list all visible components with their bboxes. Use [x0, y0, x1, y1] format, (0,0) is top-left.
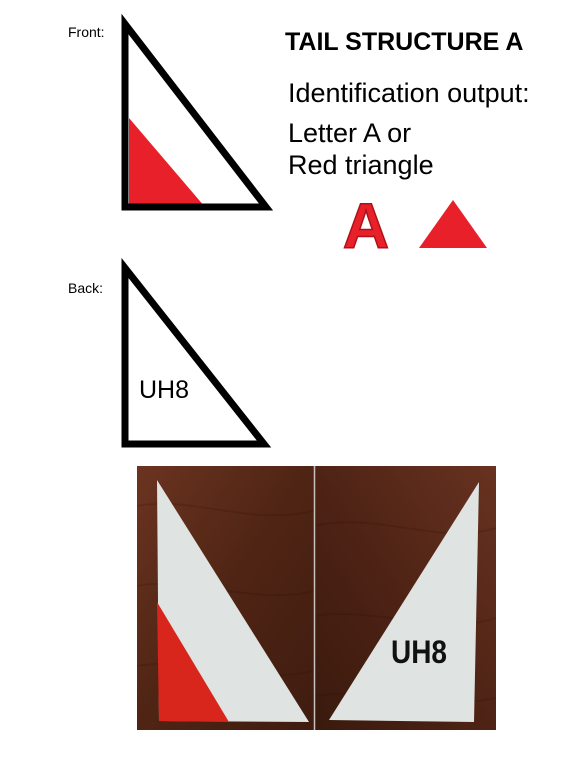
- back-triangle-diagram: UH8: [121, 258, 272, 448]
- identification-output-icons: A: [342, 189, 487, 258]
- tail-structure-photo: UH8: [137, 466, 496, 730]
- photo-code-text: UH8: [391, 636, 447, 671]
- front-triangle-outline: [121, 14, 274, 211]
- page-title: TAIL STRUCTURE A: [285, 28, 524, 56]
- front-red-marking: [129, 118, 205, 207]
- back-code-text: UH8: [139, 376, 189, 404]
- red-triangle-icon: [419, 200, 487, 248]
- front-panel-piece: [157, 480, 309, 722]
- front-label: Front:: [68, 24, 105, 40]
- back-label: Back:: [68, 280, 104, 296]
- letter-a-icon: A: [343, 190, 389, 258]
- front-panel-red-marking: [157, 602, 229, 722]
- front-triangle-diagram: [121, 14, 274, 211]
- back-panel-piece: [329, 482, 479, 722]
- identification-line-1: Letter A or: [288, 118, 412, 148]
- identification-heading: Identification output:: [288, 78, 530, 108]
- back-triangle-outline: [121, 258, 272, 448]
- identification-line-2: Red triangle: [288, 150, 434, 180]
